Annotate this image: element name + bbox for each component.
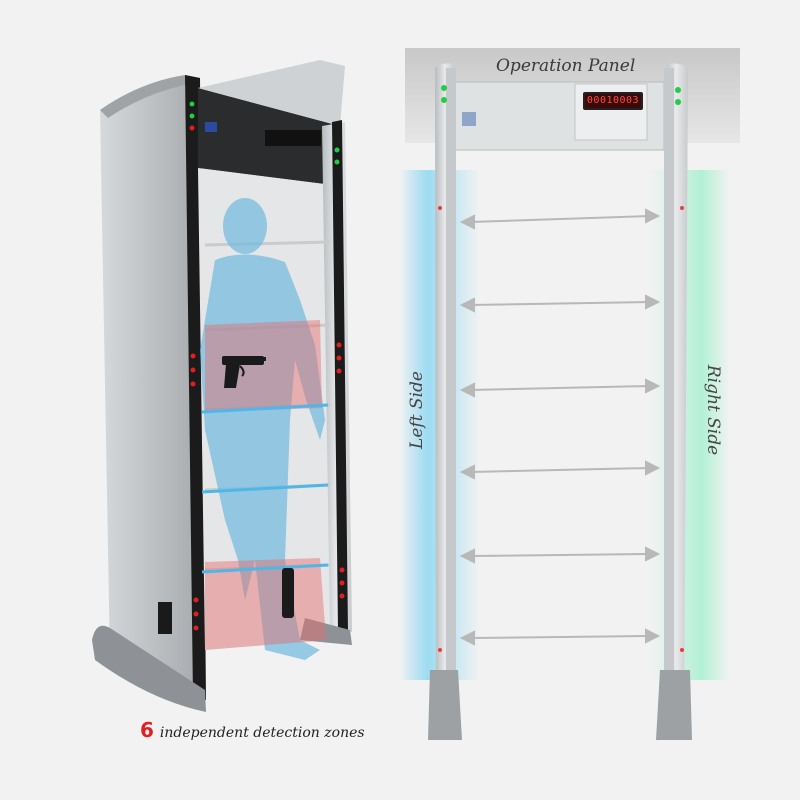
left-leds	[189, 101, 199, 631]
pillar-leds	[438, 85, 684, 652]
zones-caption: 6 independent detection zones	[140, 718, 365, 742]
operation-panel-label: Operation Panel	[496, 56, 636, 76]
detection-zone-highlights	[205, 320, 326, 650]
zones-text: independent detection zones	[159, 725, 365, 741]
right-pillar-edge	[664, 68, 674, 738]
right-foot	[300, 618, 352, 645]
right-led-strip	[332, 120, 348, 632]
header-logo	[205, 122, 217, 132]
double-arrow-2	[459, 294, 661, 313]
double-arrow-6	[459, 628, 661, 646]
right-leds	[334, 147, 345, 599]
header-box-top	[198, 60, 345, 126]
zone-arrows	[459, 208, 661, 646]
left-detector	[92, 60, 352, 712]
left-pillar-foot	[428, 670, 462, 740]
zone-dividers	[201, 403, 329, 574]
header-display	[265, 130, 321, 146]
right-side-label: Right Side	[703, 364, 724, 456]
panel-counter-display: 00010003	[583, 92, 643, 110]
left-foot	[92, 625, 206, 712]
handgun-icon	[222, 356, 266, 388]
right-pillar-foot	[656, 670, 692, 740]
right-detector	[400, 48, 740, 740]
crossbeam-logo	[462, 112, 476, 126]
side-control-box	[158, 602, 172, 634]
double-arrow-5	[459, 546, 661, 564]
zones-count: 6	[140, 718, 154, 742]
left-panel-top	[100, 75, 200, 118]
left-side-label: Left Side	[406, 371, 427, 449]
handheld-scanner	[282, 568, 294, 618]
left-panel-outer	[100, 75, 195, 690]
right-side-glow	[650, 170, 730, 680]
double-arrow-4	[459, 460, 661, 480]
double-arrow-3	[459, 378, 661, 398]
double-arrow-1	[459, 208, 661, 230]
left-pillar-edge	[446, 68, 456, 738]
person-silhouette	[200, 198, 325, 660]
